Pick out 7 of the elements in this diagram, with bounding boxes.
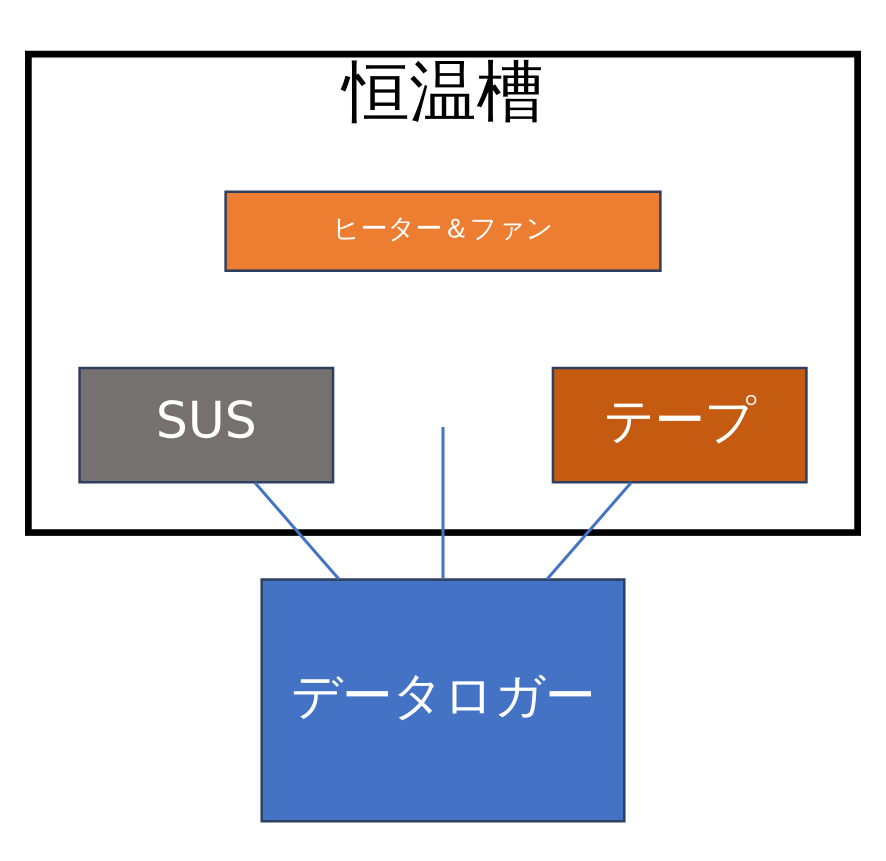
connector xyxy=(546,481,632,580)
node-box: SUS xyxy=(78,366,334,483)
node-box: データロガー xyxy=(260,578,626,822)
connector xyxy=(254,481,340,580)
node-box: ヒーター＆ファン xyxy=(224,190,662,272)
node-box: テープ xyxy=(552,366,808,483)
connector xyxy=(442,426,444,579)
